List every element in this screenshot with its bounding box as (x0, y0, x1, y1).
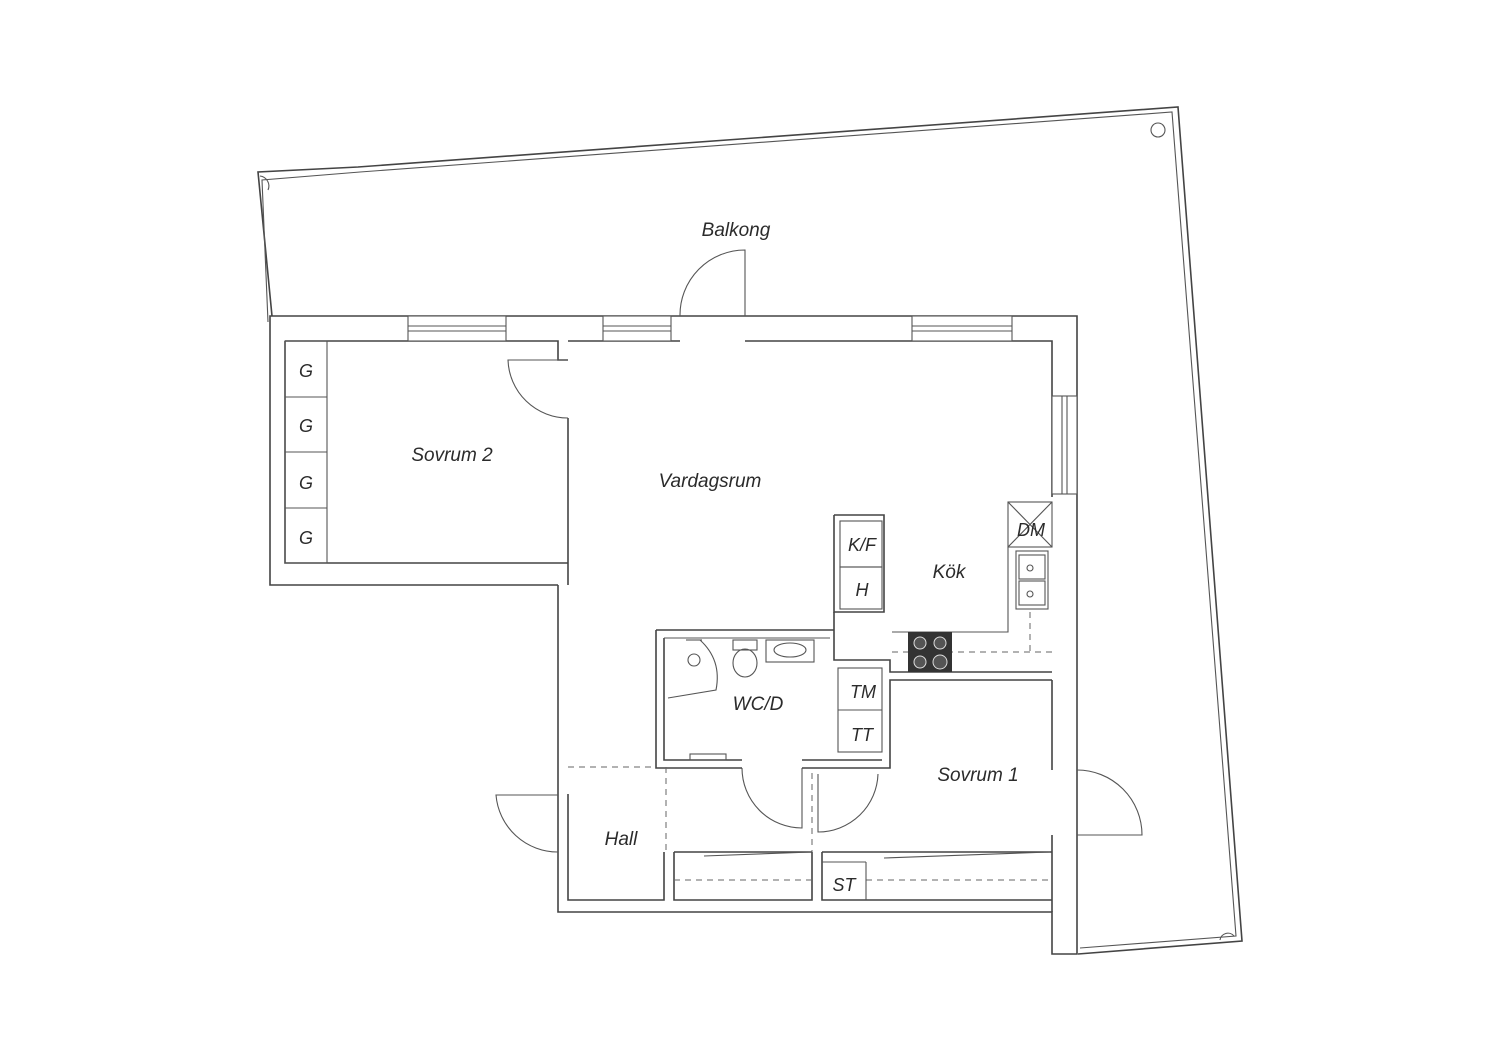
bathroom-door (741, 767, 803, 829)
closets (674, 851, 1052, 900)
bathroom-fixtures (568, 629, 1052, 852)
washbasin-icon (765, 639, 815, 663)
balcony-outline (257, 106, 1243, 955)
fixture-label-dryer: TT (851, 725, 875, 745)
bedroom1-balcony-door (1076, 769, 1143, 836)
shower-screen (667, 639, 718, 699)
room-label-wcd: WC/D (733, 694, 784, 715)
window (911, 315, 1013, 342)
wardrobes (284, 340, 328, 564)
fixture-label-cabinet: H (856, 580, 870, 600)
corner-post-icon (259, 175, 270, 191)
corner-post-icon (1219, 932, 1235, 941)
fixture-label-wardrobe: G (299, 473, 313, 493)
window (407, 315, 507, 342)
sink-icon (1015, 550, 1049, 610)
drain-icon (1150, 122, 1166, 138)
fixture-label-wardrobe: G (299, 416, 313, 436)
room-label-sovrum2: Sovrum 2 (411, 445, 493, 466)
room-label-balkong: Balkong (702, 220, 771, 241)
windows (407, 315, 1078, 495)
entrance-door (495, 794, 559, 853)
window (1051, 395, 1078, 495)
window (602, 315, 672, 342)
doors (495, 249, 1143, 853)
fixture-label-fridge-freezer: K/F (848, 535, 877, 555)
exterior-walls (269, 315, 1078, 955)
fixture-label-storage: ST (832, 875, 857, 895)
room-label-kok: Kök (933, 562, 967, 583)
fixture-label-dishwasher: DM (1017, 520, 1045, 540)
fixture-label-wardrobe: G (299, 361, 313, 381)
shower-icon (687, 653, 701, 667)
heater-icon (689, 753, 727, 761)
room-label-hall: Hall (605, 829, 639, 850)
bedroom2-door (507, 359, 569, 419)
room-label-sovrum1: Sovrum 1 (937, 765, 1018, 786)
room-label-vardagsrum: Vardagsrum (659, 471, 762, 492)
bedroom1-door (817, 773, 879, 833)
fixture-label-washing-machine: TM (850, 682, 876, 702)
fixture-label-wardrobe: G (299, 528, 313, 548)
kitchen-fixtures (833, 501, 1053, 673)
toilet-icon (732, 639, 758, 651)
balcony-door (679, 249, 746, 317)
